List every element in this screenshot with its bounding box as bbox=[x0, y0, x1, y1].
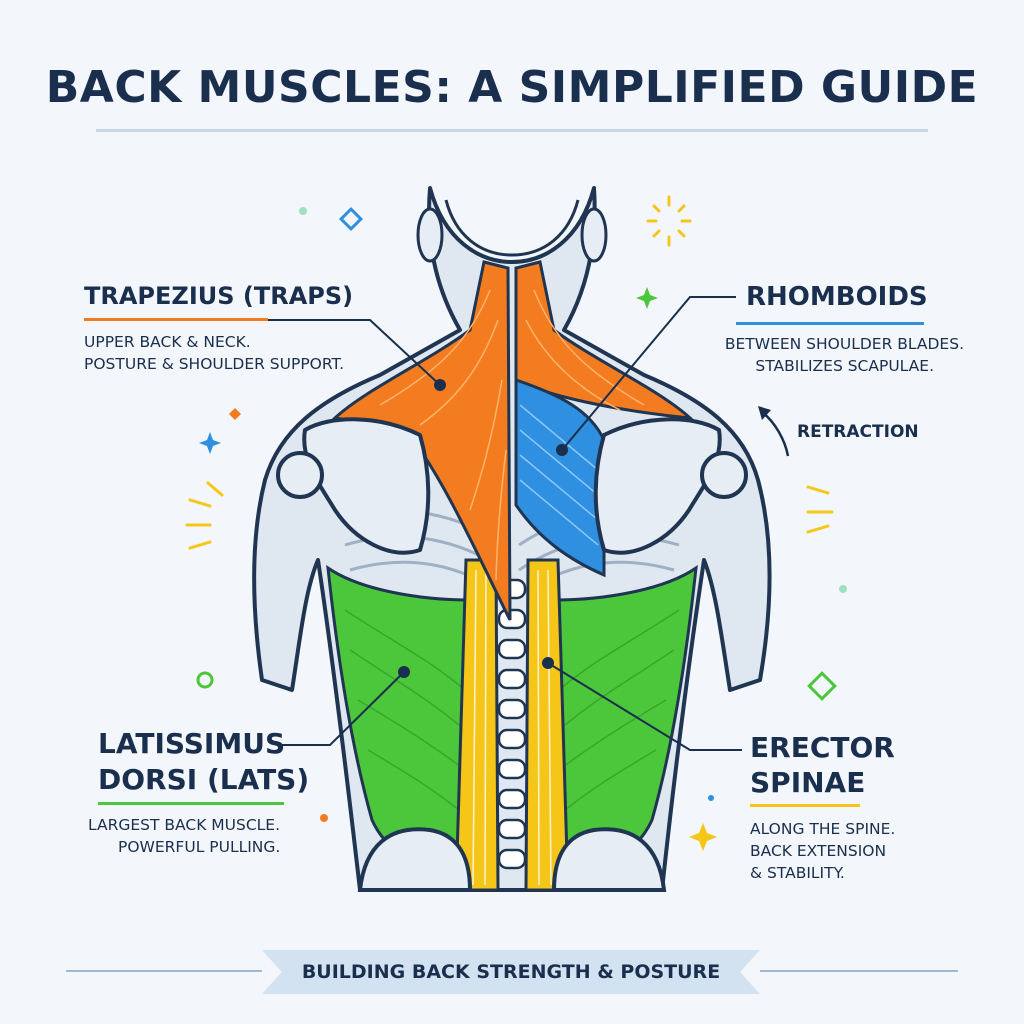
banner-line-left bbox=[66, 970, 262, 972]
rhomboids-title: RHOMBOIDS bbox=[746, 282, 928, 312]
lats-title-line-1: LATISSIMUS bbox=[98, 727, 286, 760]
lats-desc-line-2: POWERFUL PULLING. bbox=[118, 838, 281, 856]
rhomboids-pointer-dot bbox=[556, 444, 568, 456]
erector-desc-line-3: & STABILITY. bbox=[750, 864, 845, 882]
left-ear-shape bbox=[416, 207, 444, 263]
right-ear-shape bbox=[580, 207, 608, 263]
lats-underline bbox=[98, 802, 284, 805]
trapezius-fibers bbox=[379, 289, 645, 581]
lats-pointer-dot bbox=[398, 666, 410, 678]
hip-right bbox=[551, 827, 667, 892]
traps-underline bbox=[84, 318, 268, 321]
lats-fibers bbox=[344, 609, 680, 816]
rhomboids-desc-line-1: BETWEEN SHOULDER BLADES. bbox=[724, 335, 964, 353]
erector-title-line-2: SPINAE bbox=[750, 766, 866, 799]
erector-underline bbox=[750, 804, 860, 807]
lats-title-line-2: DORSI (LATS) bbox=[98, 763, 310, 796]
banner-line-right bbox=[760, 970, 958, 972]
retraction-label: RETRACTION bbox=[797, 422, 919, 442]
erector-desc-line-1: ALONG THE SPINE. bbox=[750, 820, 896, 838]
rhomboids-muscle bbox=[514, 377, 606, 578]
traps-desc-line-2: POSTURE & SHOULDER SUPPORT. bbox=[84, 355, 345, 373]
traps-title: TRAPEZIUS (TRAPS) bbox=[84, 282, 354, 310]
right-shoulder-bones bbox=[593, 417, 748, 555]
traps-pointer-dot bbox=[434, 379, 446, 391]
hip-left bbox=[357, 827, 473, 892]
neck-outline bbox=[444, 199, 580, 257]
erector-fibers bbox=[472, 569, 552, 886]
erector-desc-line-2: BACK EXTENSION bbox=[750, 842, 887, 860]
retraction-arrowhead bbox=[758, 406, 771, 420]
page-title: BACK MUSCLES: A SIMPLIFIED GUIDE bbox=[45, 62, 979, 113]
lats-desc-line-1: LARGEST BACK MUSCLE. bbox=[88, 816, 281, 834]
rhomboids-desc-line-2: STABILIZES SCAPULAE. bbox=[755, 357, 934, 375]
retraction-arrow bbox=[761, 411, 790, 457]
leader-lines bbox=[268, 296, 742, 751]
rhomboid-fibers bbox=[519, 404, 599, 546]
footer-banner-text: BUILDING BACK STRENGTH & POSTURE bbox=[301, 961, 721, 983]
spine-vertebrae bbox=[497, 578, 527, 870]
erector-title-line-1: ERECTOR bbox=[750, 731, 895, 764]
rhomboids-underline bbox=[736, 322, 924, 325]
footer-banner bbox=[262, 950, 760, 994]
sparkle-decorations bbox=[185, 195, 847, 851]
erector-pointer-dot bbox=[542, 657, 554, 669]
left-shoulder-bones bbox=[276, 417, 431, 555]
title-divider bbox=[96, 129, 928, 132]
traps-desc-line-1: UPPER BACK & NECK. bbox=[84, 333, 251, 351]
